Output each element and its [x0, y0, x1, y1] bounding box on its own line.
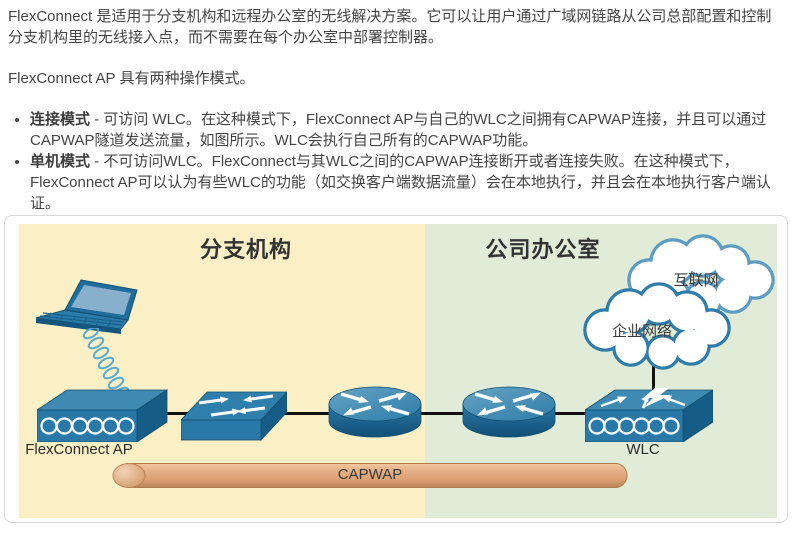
- link-switch-router1: [279, 412, 337, 415]
- ap-label: FlexConnect AP: [25, 441, 133, 458]
- internet-cloud-label: 互联网: [673, 272, 719, 289]
- link-router2-wlc: [549, 412, 601, 415]
- access-point-icon: [37, 389, 169, 442]
- paragraph-modes: FlexConnect AP 具有两种操作模式。: [8, 70, 255, 87]
- list-item-connected-mode: 连接模式 - 可访问 WLC。在这种模式下，FlexConnect AP与自己的…: [30, 109, 784, 151]
- network-diagram: 分支机构 公司办公室 CAPWAP: [4, 215, 788, 523]
- corporate-zone-title: 公司办公室: [485, 237, 601, 262]
- wlc-icon: [585, 388, 713, 442]
- list-item-standalone-mode: 单机模式 - 不可访问WLC。FlexConnect与其WLC之间的CAPWAP…: [30, 151, 784, 214]
- enterprise-cloud-icon: [583, 282, 731, 370]
- link-ap-switch: [153, 412, 189, 415]
- intro-text-block: FlexConnect 是适用于分支机构和远程办公室的无线解决方案。它可以让用户…: [0, 0, 794, 214]
- router-branch-icon: [328, 386, 422, 438]
- switch-icon: [181, 391, 287, 442]
- cloud-group: [583, 234, 775, 370]
- laptop-icon: [35, 279, 138, 334]
- router-corporate-icon: [462, 386, 556, 438]
- link-cloud-wlc: [652, 357, 655, 395]
- capwap-tunnel: [112, 463, 628, 488]
- mode-list: 连接模式 - 可访问 WLC。在这种模式下，FlexConnect AP与自己的…: [8, 109, 784, 214]
- paragraph-intro: FlexConnect 是适用于分支机构和远程办公室的无线解决方案。它可以让用户…: [8, 8, 772, 46]
- link-router1-router2: [417, 412, 469, 415]
- mode-term-connected: 连接模式: [30, 111, 91, 128]
- mode-text-standalone: - 不可访问WLC。FlexConnect与其WLC之间的CAPWAP连接断开或…: [30, 153, 771, 212]
- capwap-tunnel-label: CAPWAP: [337, 466, 403, 483]
- branch-zone-title: 分支机构: [199, 237, 292, 262]
- enterprise-cloud-label: 企业网络: [611, 323, 672, 340]
- mode-text-connected: - 可访问 WLC。在这种模式下，FlexConnect AP与自己的WLC之间…: [30, 111, 767, 149]
- wireless-coil-icon: [83, 328, 130, 400]
- wlc-label: WLC: [626, 441, 660, 458]
- mode-term-standalone: 单机模式: [30, 153, 91, 170]
